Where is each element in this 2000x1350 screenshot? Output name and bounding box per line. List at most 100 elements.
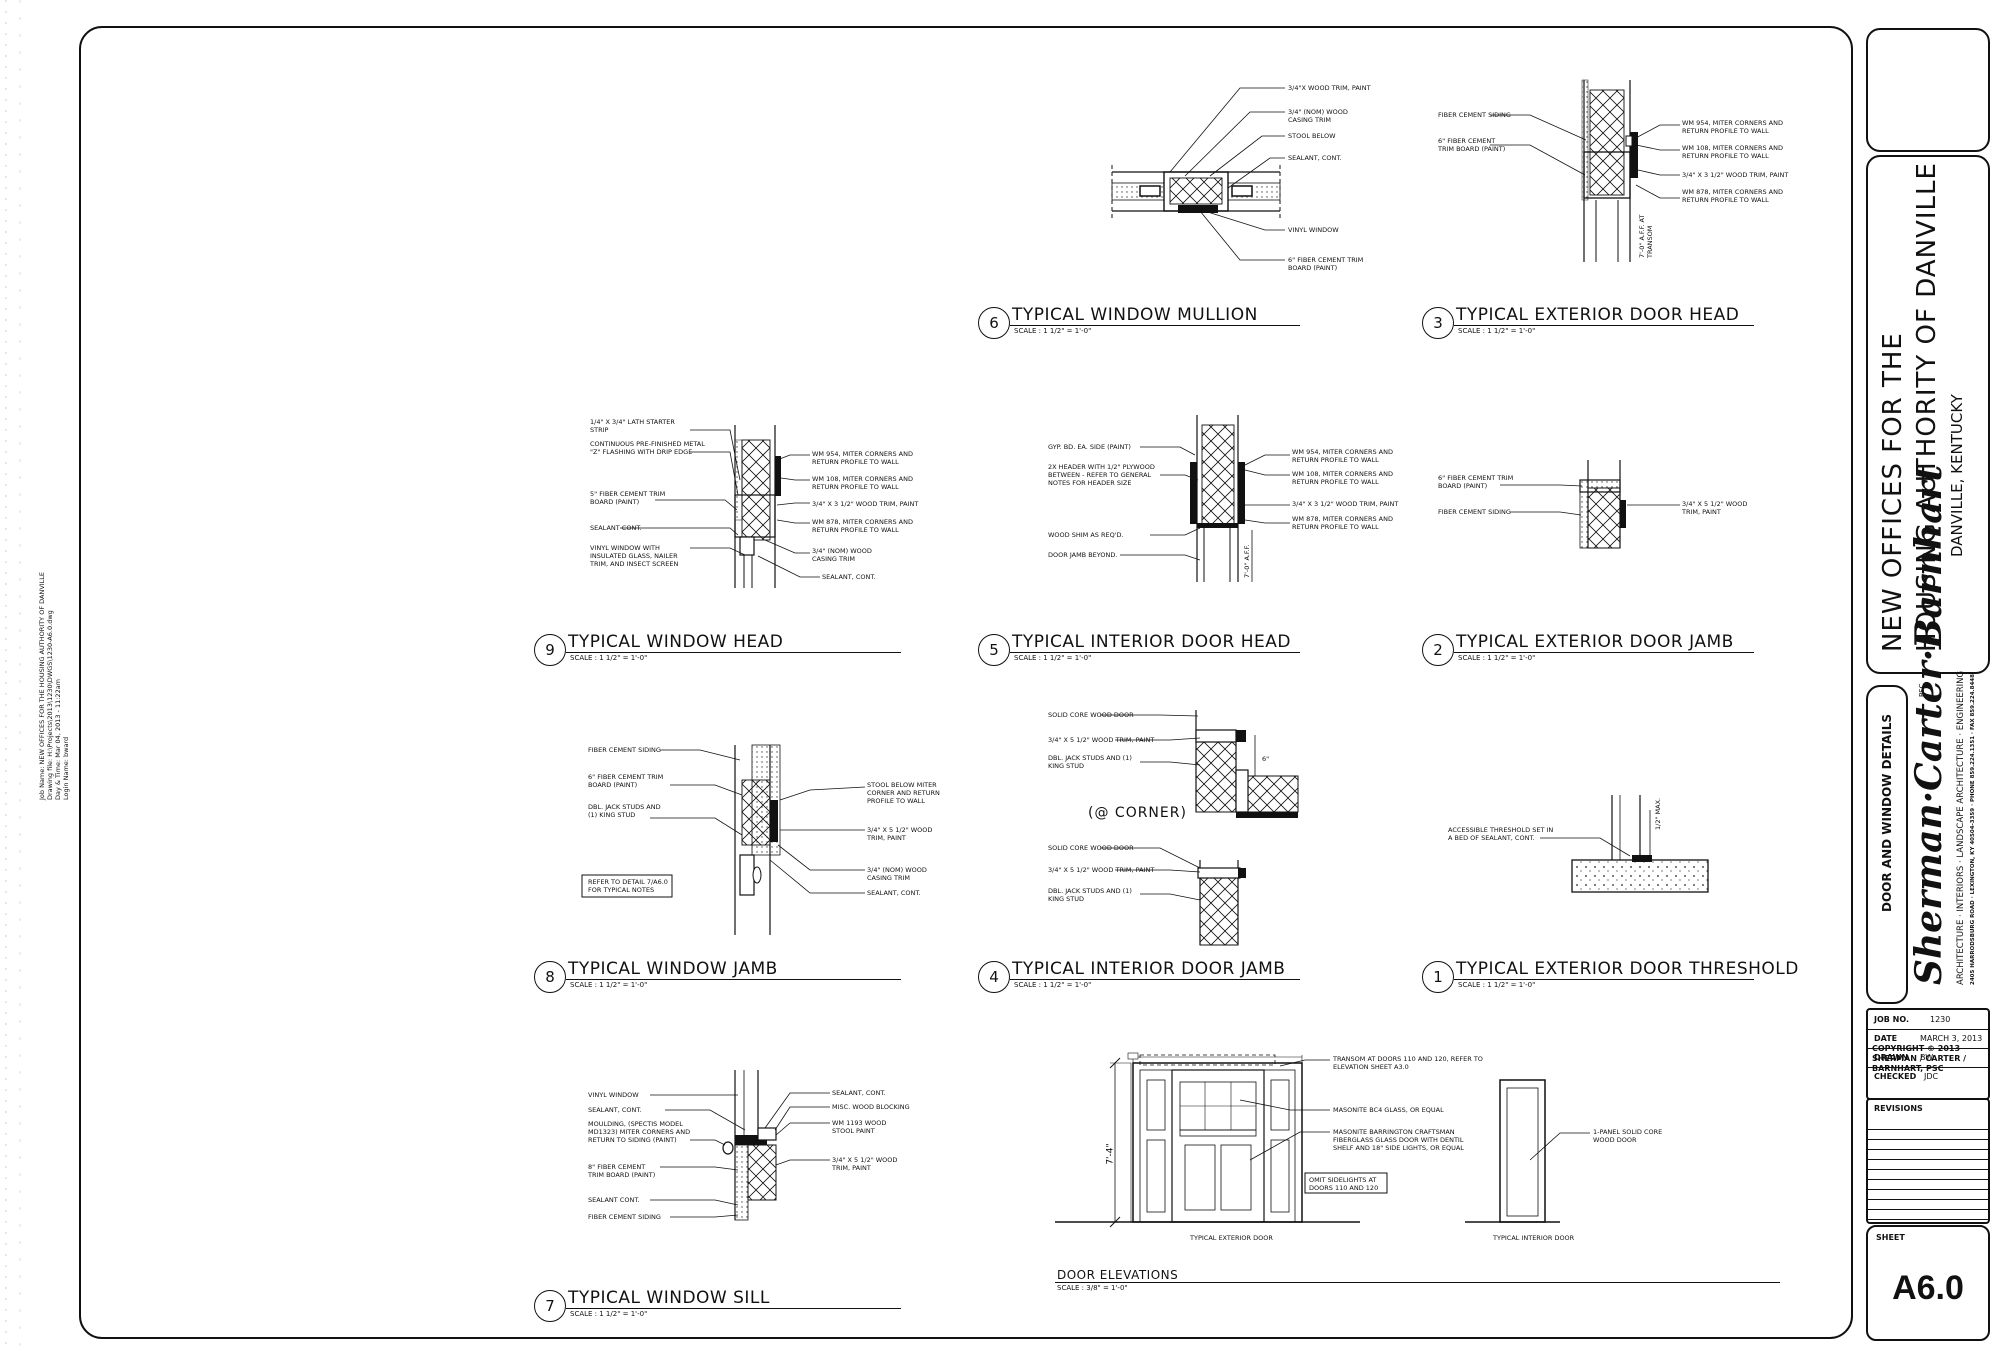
detail-title: TYPICAL WINDOW HEAD [568,632,784,652]
height-dimension: 7'-4" [1105,1143,1116,1165]
detail-scale: SCALE : 1 1/2" = 1'-0" [570,981,648,989]
corner-label: (@ CORNER) [1088,805,1187,821]
detail-underline [566,979,901,980]
date-label: DATE [1874,1034,1898,1043]
detail-title: TYPICAL INTERIOR DOOR HEAD [1012,632,1291,652]
callout: STOOL BELOW [1288,132,1336,140]
detail-scale: SCALE : 1 1/2" = 1'-0" [1458,654,1536,662]
interior-door-note: 1-PANEL SOLID CORE WOOD DOOR [1593,1128,1663,1144]
detail-underline [1454,979,1754,980]
callout: WM 108, MITER CORNERS AND RETURN PROFILE… [812,475,913,491]
callout: WM 954, MITER CORNERS AND RETURN PROFILE… [1682,119,1783,135]
detail-scale: SCALE : 1 1/2" = 1'-0" [570,654,648,662]
detail-title: TYPICAL INTERIOR DOOR JAMB [1012,959,1286,979]
detail-title: TYPICAL WINDOW SILL [568,1288,770,1308]
sheet-name-box: DOOR AND WINDOW DETAILS [1866,685,1908,1004]
callout: WM 108, MITER CORNERS AND RETURN PROFILE… [1292,470,1393,486]
detail-number: 4 [978,961,1010,993]
callout: 3/4"X WOOD TRIM, PAINT [1288,84,1371,92]
login-name: bward [62,736,70,757]
detail-title: TYPICAL EXTERIOR DOOR JAMB [1456,632,1734,652]
callout: 6" FIBER CEMENT TRIM BOARD (PAINT) [1438,137,1506,153]
detail-underline [566,1308,901,1309]
job-name-label: Job Name: [38,766,46,800]
callout: WM 1193 WOOD STOOL PAINT [832,1119,887,1135]
detail-7-graphic [650,1070,830,1221]
interior-door-caption: TYPICAL INTERIOR DOOR [1493,1234,1575,1242]
callout: CONTINUOUS PRE-FINISHED METAL "Z" FLASHI… [590,440,705,456]
callout: WM 878, MITER CORNERS AND RETURN PROFILE… [1682,188,1783,204]
callout: 3/4" X 3 1/2" WOOD TRIM, PAINT [1682,171,1789,179]
callout: 3/4" (NOM) WOOD CASING TRIM [867,866,927,882]
detail-number: 3 [1422,307,1454,339]
project-title-box: NEW OFFICES FOR THE HOUSING AUTHORITY OF… [1866,155,1990,674]
callout: 6" FIBER CEMENT TRIM BOARD (PAINT) [1288,256,1364,272]
callout: 7'-0" A.F.F. [1243,544,1251,578]
callout: WM 954, MITER CORNERS AND RETURN PROFILE… [1292,448,1393,464]
callout: 3/4" X 3 1/2" WOOD TRIM, PAINT [1292,500,1399,508]
detail-scale: SCALE : 1 1/2" = 1'-0" [1014,327,1092,335]
detail-number: 1 [1422,961,1454,993]
firm-name: Sherman·Carter·Barnhart [1908,464,1950,985]
callout: MOULDING, (SPECTIS MODEL MD1323) MITER C… [588,1120,691,1144]
checked-value: JDC [1924,1072,1939,1081]
detail-9-graphic [620,425,820,588]
callout: 3/4" X 5 1/2" WOOD TRIM, PAINT [1048,866,1155,874]
callout: GYP. BD. EA. SIDE (PAINT) [1048,443,1131,451]
callout: DBL. JACK STUDS AND (1) KING STUD [1048,754,1132,770]
callout: 3/4" X 5 1/2" WOOD TRIM, PAINT [1682,500,1748,516]
detail-number: 6 [978,307,1010,339]
detail-6-graphic [1111,87,1285,261]
revisions-grid [1868,1120,1988,1220]
door-elevations-scale: SCALE : 3/8" = 1'-0" [1057,1284,1128,1292]
callout: SOLID CORE WOOD DOOR [1048,844,1134,852]
project-title-line1: NEW OFFICES FOR THE [1878,332,1908,652]
callout: 3/4" (NOM) WOOD CASING TRIM [1288,108,1348,124]
date-value: MARCH 3, 2013 [1920,1034,1983,1043]
callout: VINYL WINDOW [588,1091,639,1099]
plot-info-row: Login Name: bward [62,572,70,800]
detail-scale: SCALE : 1 1/2" = 1'-0" [1458,327,1536,335]
detail-scale: SCALE : 1 1/2" = 1'-0" [570,1310,648,1318]
callout: WM 108, MITER CORNERS AND RETURN PROFILE… [1682,144,1783,160]
callout: FIBER CEMENT SIDING [588,746,661,754]
callout: 3/4" X 5 1/2" WOOD TRIM, PAINT [867,826,933,842]
detail-underline [1010,652,1300,653]
detail-scale: SCALE : 1 1/2" = 1'-0" [1014,981,1092,989]
date-time-label: Day & Time: [54,759,62,800]
detail-scale: SCALE : 1 1/2" = 1'-0" [1458,981,1536,989]
callout: STOOL BELOW MITER CORNER AND RETURN PROF… [867,781,940,805]
job-name: NEW OFFICES FOR THE HOUSING AUTHORITY OF… [38,571,46,765]
firm-suffix: PSC [1918,683,1926,697]
callout: DBL. JACK STUDS AND (1) KING STUD [1048,887,1132,903]
detail-3-graphic [1490,79,1680,262]
sheet-number: A6.0 [1892,1269,1964,1307]
detail-underline [566,652,901,653]
callout: WM 878, MITER CORNERS AND RETURN PROFILE… [1292,515,1393,531]
callout: DBL. JACK STUDS AND (1) KING STUD [588,803,661,819]
callout: 1/2" MAX. [1654,797,1662,830]
callout: SEALANT, CONT. [1288,154,1342,162]
callout: WM 954, MITER CORNERS AND RETURN PROFILE… [812,450,913,466]
callout: SEALANT CONT. [590,524,642,532]
plot-info: Job Name: NEW OFFICES FOR THE HOUSING AU… [38,572,70,800]
callout: WM 878, MITER CORNERS AND RETURN PROFILE… [812,518,913,534]
drawing-file: H:\Projects\2013\1230\DWGS\1230-A6.0.dwg [46,610,54,757]
callout: 2x HEADER WITH 1/2" PLYWOOD BETWEEN - RE… [1048,463,1155,487]
detail-underline [1454,652,1754,653]
drawing-border [79,26,1853,1339]
detail-scale: SCALE : 1 1/2" = 1'-0" [1014,654,1092,662]
callout: FIBER CEMENT SIDING [1438,508,1511,516]
checked-label: CHECKED [1874,1072,1917,1081]
detail-title: TYPICAL EXTERIOR DOOR HEAD [1456,305,1740,325]
callout: 3/4" (NOM) WOOD CASING TRIM [812,547,872,563]
sheet-label: SHEET [1876,1233,1905,1242]
callout: 3/4" X 3 1/2" WOOD TRIM, PAINT [812,500,919,508]
detail-title: TYPICAL WINDOW MULLION [1012,305,1258,325]
callout: 7'-0" A.F.F. AT TRANSOM [1638,214,1654,258]
detail-8-graphic [581,744,866,935]
job-no: 1230 [1930,1015,1951,1024]
